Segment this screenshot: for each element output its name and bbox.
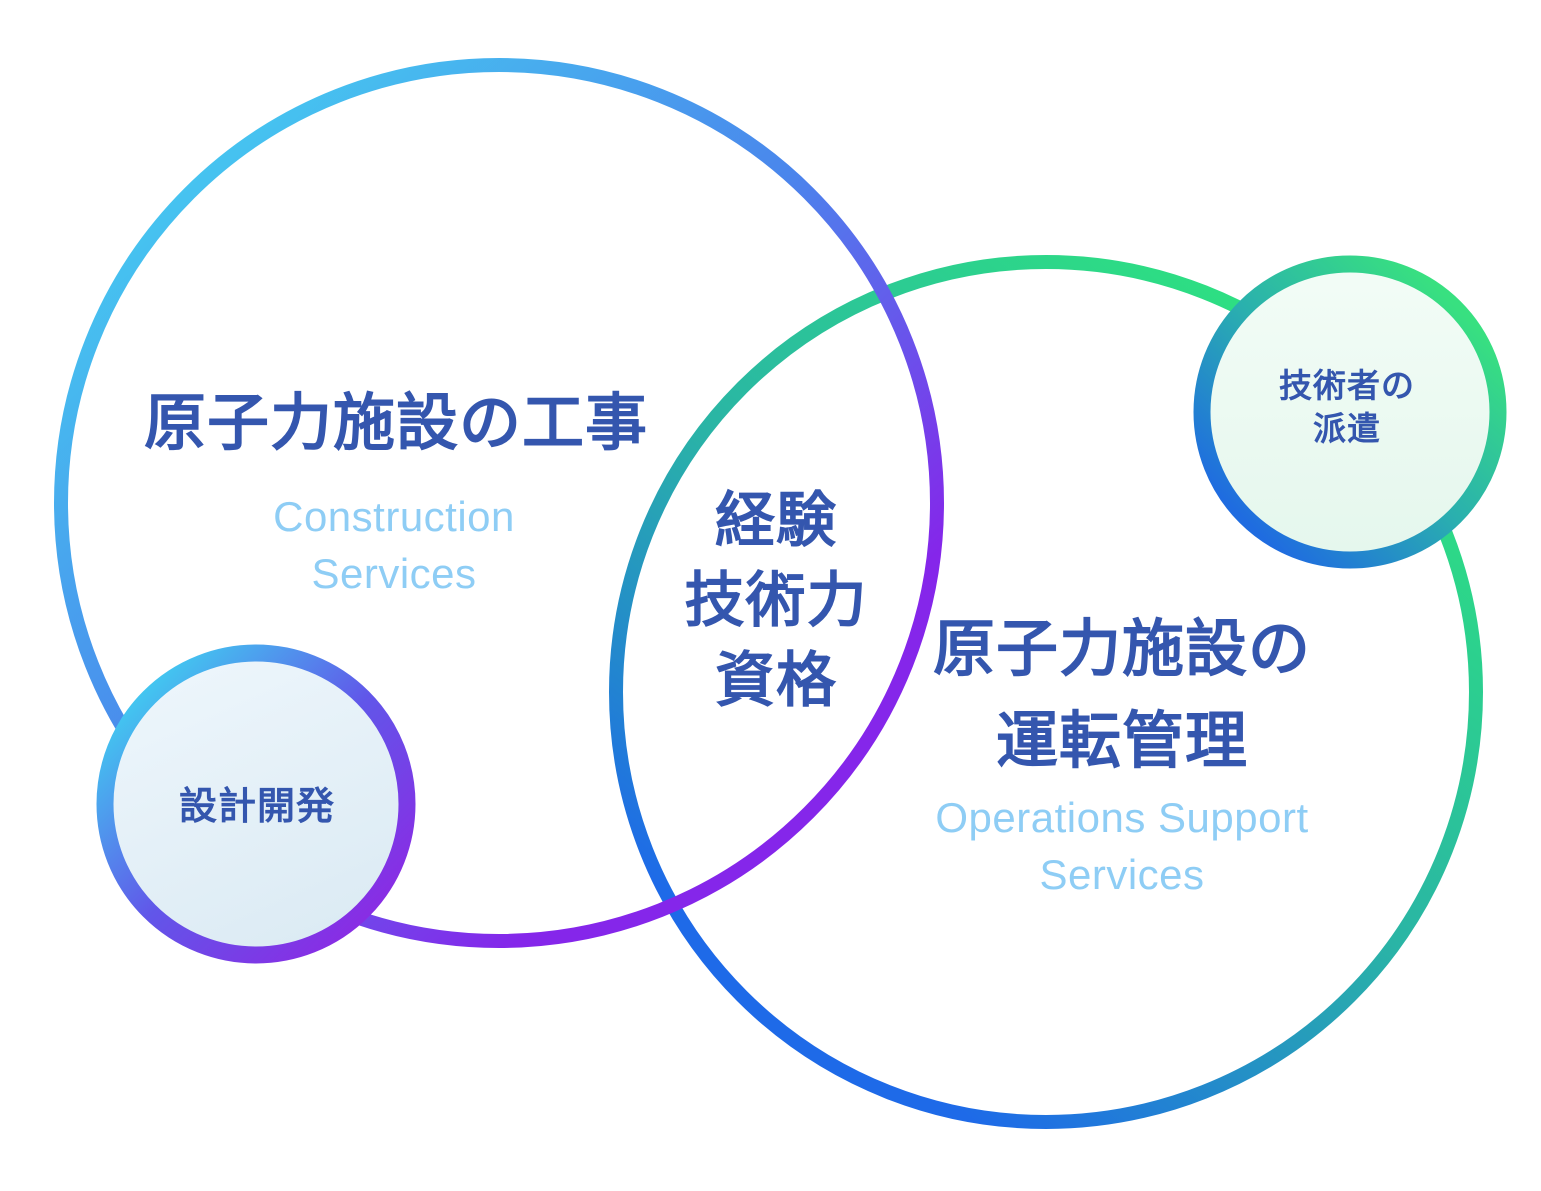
overlap-line-experience: 経験 xyxy=(715,487,837,554)
construction-subtitle-line2: Services xyxy=(311,550,477,597)
operations-subtitle-line1: Operations Support xyxy=(935,794,1309,841)
dispatch-label-line2: 派遣 xyxy=(1313,410,1381,447)
design-dev-circle xyxy=(96,644,416,964)
operations-circle-ring xyxy=(609,255,1483,1129)
dispatch-circle xyxy=(1193,255,1507,569)
operations-title-line2: 運転管理 xyxy=(995,707,1249,776)
overlap-line-technical: 技術力 xyxy=(684,567,868,634)
dispatch-label-line1: 技術者の xyxy=(1279,367,1415,404)
overlap-line-qualifications: 資格 xyxy=(715,647,837,714)
construction-subtitle-line1: Construction xyxy=(273,493,515,540)
construction-title: 原子力施設の工事 xyxy=(143,389,649,458)
construction-circle-ring xyxy=(54,58,944,948)
dispatch-label: 技術者の 派遣 xyxy=(1279,364,1415,450)
operations-subtitle: Operations Support Services xyxy=(935,789,1308,903)
operations-subtitle-line2: Services xyxy=(1039,851,1205,898)
design-dev-label: 設計開発 xyxy=(178,786,336,828)
overlap-label: 経験 技術力 資格 xyxy=(685,481,868,721)
operations-title: 原子力施設の 運転管理 xyxy=(933,604,1311,788)
construction-subtitle: Construction Services xyxy=(273,488,515,602)
operations-title-line1: 原子力施設の xyxy=(932,615,1312,684)
